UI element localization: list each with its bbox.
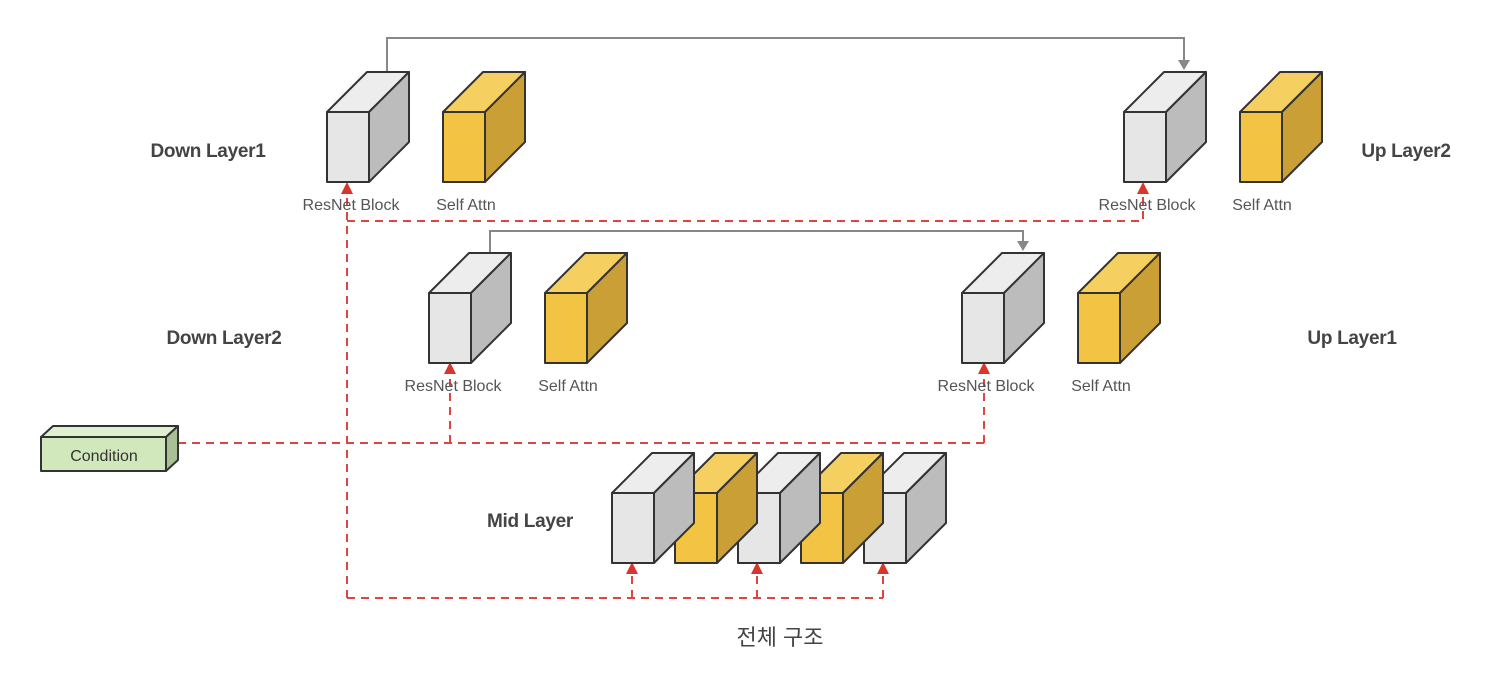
down2-resnet-block-front-face [428,292,472,364]
condition-arrowhead-icon [626,562,638,574]
down2-attn-block [544,252,628,364]
skip-connection-down2-up1 [489,230,1024,253]
condition-arrowhead-icon [978,362,990,374]
layer-label-up1: Up Layer1 [1307,328,1397,349]
up2-resnet-label: ResNet Block [1099,197,1197,214]
condition-block-front-face [40,436,167,472]
diagram-caption: 전체 구조 [736,625,823,650]
down2-attn-block-front-face [544,292,588,364]
condition-label: Condition [70,448,138,465]
up2-resnet-block-front-face [1123,111,1167,183]
up1-resnet-block [961,252,1045,364]
up1-attn-label: Self Attn [1071,378,1131,395]
condition-line-up2 [347,192,1144,222]
condition-arrowhead-icon [751,562,763,574]
up2-attn-block [1239,71,1323,183]
layer-label-mid: Mid Layer [487,511,574,532]
down1-resnet-block-front-face [326,111,370,183]
condition-arrowhead-icon [341,182,353,194]
up1-attn-block-front-face [1077,292,1121,364]
condition-block [40,425,179,472]
down1-attn-block-front-face [442,111,486,183]
skip-arrowhead-icon [1178,60,1190,70]
condition-box [40,425,179,472]
layer-label-down2: Down Layer2 [167,328,282,349]
mid-resnet-block-1 [611,452,695,564]
down1-attn-label: Self Attn [436,197,496,214]
skip-connections [386,37,1190,253]
mid-resnet-block-1-front-face [611,492,655,564]
layer-label-down1: Down Layer1 [151,141,267,162]
up1-resnet-block-front-face [961,292,1005,364]
down1-resnet-label: ResNet Block [303,197,401,214]
up1-attn-block [1077,252,1161,364]
condition-arrowhead-icon [877,562,889,574]
up2-attn-block-front-face [1239,111,1283,183]
down2-attn-label: Self Attn [538,378,598,395]
blocks [326,71,1323,564]
mid-resnet-block-3 [737,452,821,564]
down1-attn-block [442,71,526,183]
down1-resnet-block [326,71,410,183]
condition-connections [178,182,1149,599]
up1-resnet-label: ResNet Block [938,378,1036,395]
condition-arrowhead-icon [444,362,456,374]
condition-block-top-face [40,425,179,438]
skip-connection-down1-up2 [386,37,1185,72]
condition-arrowhead-icon [1137,182,1149,194]
up2-resnet-block [1123,71,1207,183]
down2-resnet-block [428,252,512,364]
skip-arrowhead-icon [1017,241,1029,251]
up2-attn-label: Self Attn [1232,197,1292,214]
layer-label-up2: Up Layer2 [1361,141,1450,162]
down2-resnet-label: ResNet Block [405,378,503,395]
